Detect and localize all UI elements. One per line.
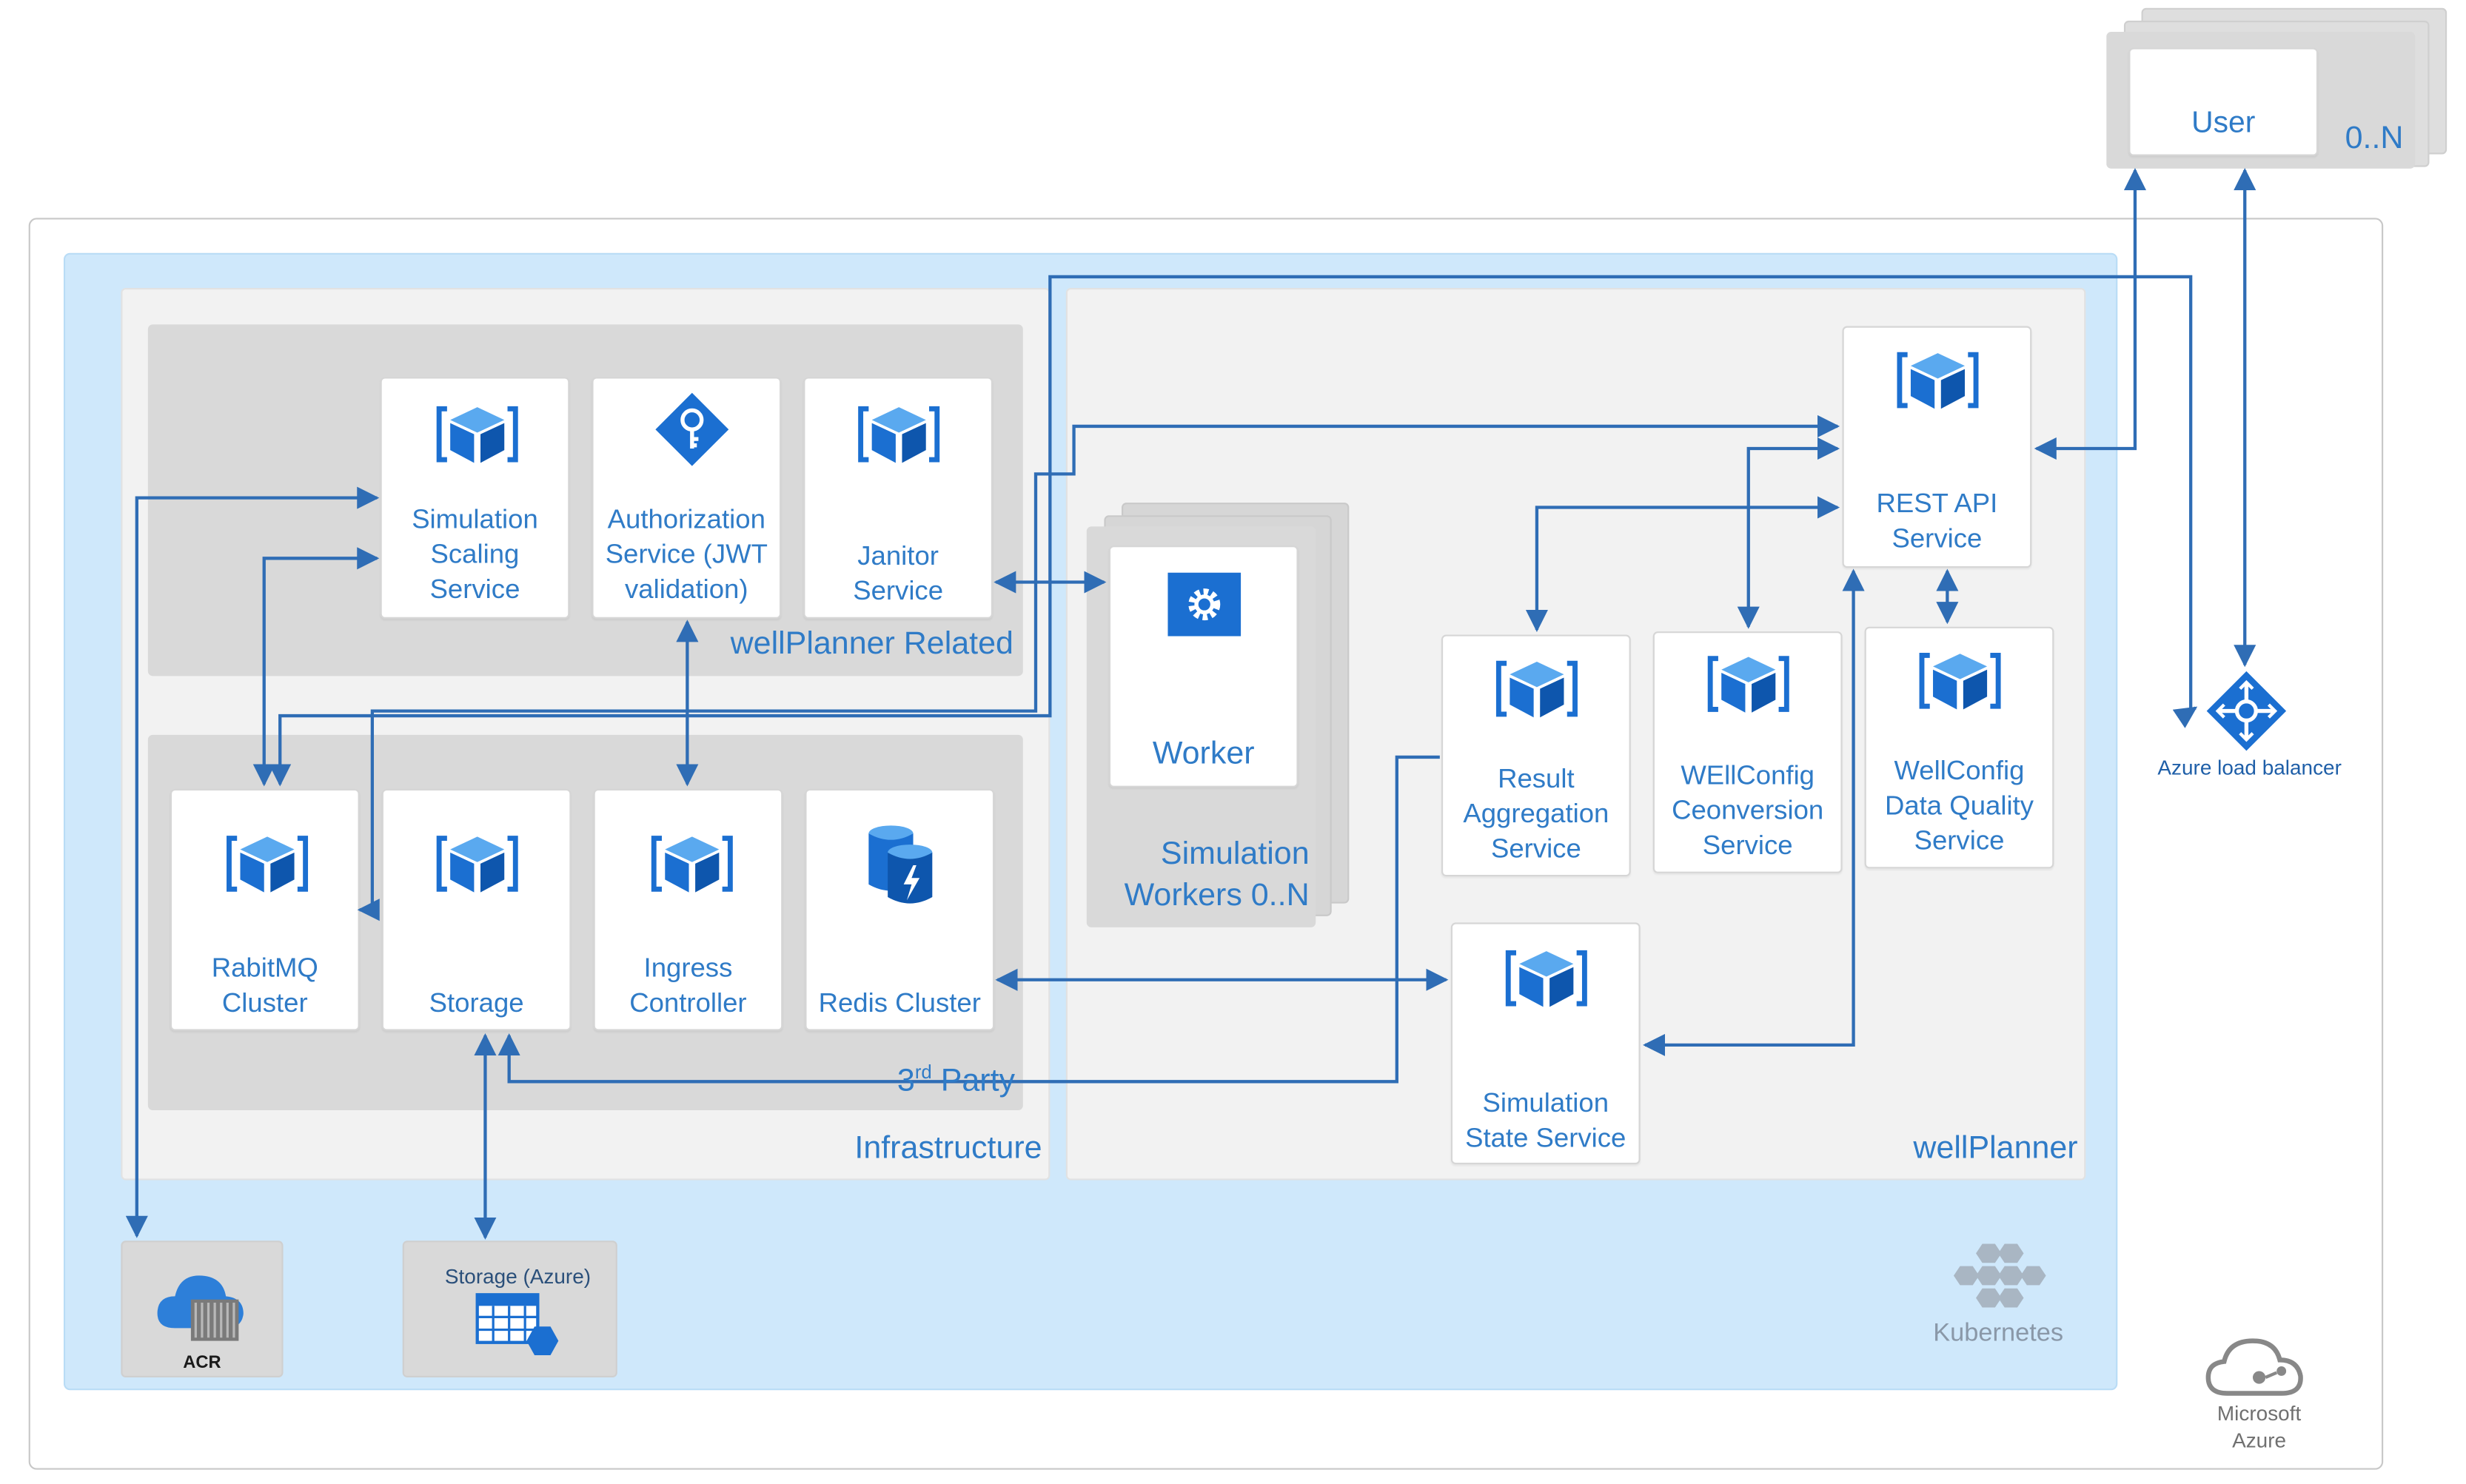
gear-icon — [1167, 572, 1242, 637]
authorization-label: Authorization Service (JWT validation) — [605, 504, 768, 605]
third-party-word: Party — [931, 1063, 1016, 1099]
cube-icon — [651, 836, 733, 893]
user-card[interactable] — [2128, 47, 2319, 156]
load-balancer-label: Azure load balancer — [2157, 755, 2342, 780]
storage-table-icon — [475, 1293, 559, 1355]
redis-cache-icon — [868, 825, 933, 904]
rabbitmq-label: RabitMQ Cluster — [211, 953, 318, 1018]
storage-label: Storage — [429, 987, 524, 1018]
janitor-label: Janitor Service — [853, 540, 944, 606]
wellplanner-related-label: wellPlanner Related — [730, 626, 1013, 662]
azure-label: Azure — [2232, 1428, 2287, 1453]
microsoft-label: Microsoft — [2217, 1401, 2302, 1426]
third-party-num: 3 — [897, 1063, 915, 1099]
result-agg-label: Result Aggregation Service — [1463, 763, 1609, 864]
worker-label: Worker — [1152, 736, 1255, 772]
simulation-workers-label-line2: Workers 0..N — [1124, 878, 1310, 913]
wellconfig-dq-label: WellConfig Data Quality Service — [1884, 755, 2034, 856]
cube-icon — [858, 406, 940, 463]
cube-icon — [1495, 660, 1578, 718]
acr-label: ACR — [183, 1353, 221, 1373]
infrastructure-label: Infrastructure — [854, 1130, 1042, 1166]
wellconfig-conv-label: WEllConfig Ceonversion Service — [1672, 760, 1824, 861]
cube-icon — [1707, 656, 1789, 713]
user-label: User — [2191, 106, 2256, 141]
ingress-label: Ingress Controller — [629, 953, 747, 1018]
kubernetes-icon — [1953, 1243, 2046, 1308]
storage-azure-label: Storage (Azure) — [444, 1264, 592, 1289]
user-count: 0..N — [2345, 121, 2404, 156]
key-diamond-icon — [655, 392, 729, 466]
azure-cloud-icon — [2205, 1338, 2303, 1396]
cube-icon — [1919, 652, 2001, 710]
third-party-sup: rd — [914, 1061, 932, 1084]
third-party-label: 3rd Party — [843, 1061, 1015, 1100]
load-balancer-icon — [2206, 671, 2287, 751]
rest-api-label: REST API Service — [1876, 488, 1998, 554]
sim-scaling-label: Simulation Scaling Service — [412, 504, 538, 605]
cube-icon — [227, 836, 309, 893]
redis-label: Redis Cluster — [818, 987, 981, 1018]
cube-icon — [436, 406, 518, 463]
cube-icon — [436, 836, 518, 893]
sim-state-label: Simulation State Service — [1465, 1087, 1626, 1154]
cube-icon — [1897, 352, 1979, 409]
cube-icon — [1505, 950, 1587, 1007]
acr-cloud-container-icon — [157, 1275, 244, 1341]
wellplanner-label: wellPlanner — [1913, 1130, 2078, 1166]
simulation-workers-label-line1: Simulation — [1160, 836, 1310, 872]
kubernetes-label: Kubernetes — [1933, 1320, 2064, 1348]
